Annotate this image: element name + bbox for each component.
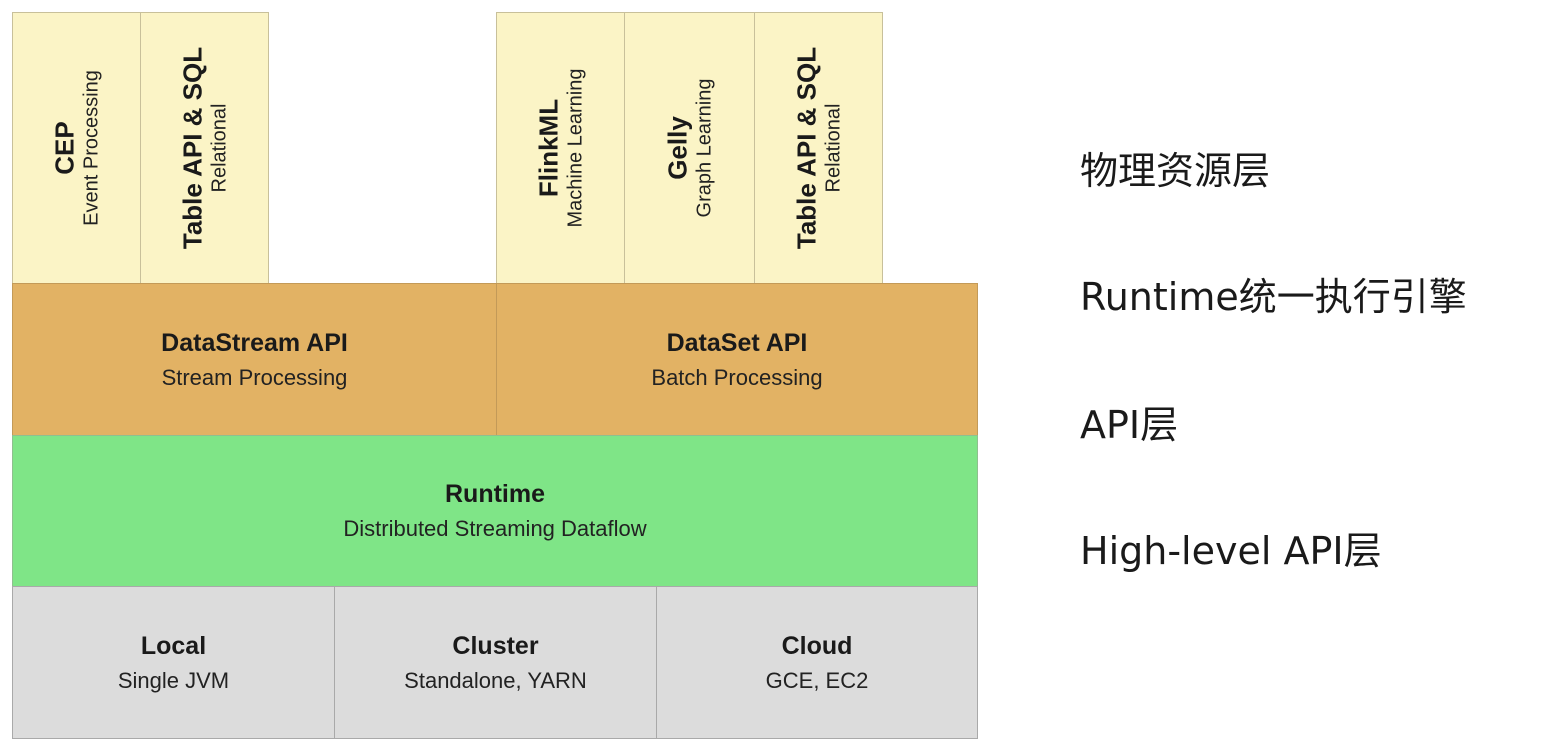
library-cep: CEP Event Processing [12, 12, 141, 284]
api-subtitle: Stream Processing [161, 364, 348, 390]
library-table-api-sql-right: Table API & SQL Relational [754, 12, 883, 284]
library-title: Gelly [662, 116, 693, 180]
api-title: DataSet API [666, 328, 808, 357]
library-subtitle: Graph Learning [692, 78, 715, 218]
api-subtitle: Batch Processing [651, 364, 823, 390]
library-flinkml: FlinkML Machine Learning [496, 12, 625, 284]
datastream-api-box: DataStream API Stream Processing [12, 283, 497, 436]
deploy-subtitle: Standalone, YARN [404, 667, 587, 693]
deploy-cloud-box: Cloud GCE, EC2 [656, 586, 978, 739]
library-subtitle: Relational [207, 103, 230, 193]
library-title: Table API & SQL [177, 46, 208, 250]
library-subtitle: Event Processing [79, 70, 102, 226]
runtime-title: Runtime [445, 480, 545, 509]
library-table-api-sql-left: Table API & SQL Relational [140, 12, 269, 284]
runtime-subtitle: Distributed Streaming Dataflow [343, 516, 647, 542]
deploy-subtitle: Single JVM [117, 667, 230, 693]
api-title: DataStream API [161, 328, 348, 357]
runtime-box: Runtime Distributed Streaming Dataflow [12, 435, 978, 587]
layer-label-high-level-api: High-level API层 [1080, 529, 1382, 573]
layer-label-runtime-engine: Runtime统一执行引擎 [1080, 275, 1467, 319]
library-subtitle: Machine Learning [563, 68, 586, 228]
library-title: FlinkML [533, 98, 564, 198]
deploy-subtitle: GCE, EC2 [765, 667, 869, 693]
layer-label-physical: 物理资源层 [1080, 149, 1271, 193]
deploy-title: Cloud [781, 631, 853, 660]
library-title: CEP [49, 121, 80, 175]
library-subtitle: Relational [821, 103, 844, 193]
deploy-cluster-box: Cluster Standalone, YARN [334, 586, 657, 739]
layer-label-api: API层 [1080, 403, 1179, 447]
dataset-api-box: DataSet API Batch Processing [496, 283, 978, 436]
library-title: Table API & SQL [791, 46, 822, 250]
deploy-title: Local [140, 631, 207, 660]
library-gelly: Gelly Graph Learning [624, 12, 755, 284]
deploy-local-box: Local Single JVM [12, 586, 335, 739]
deploy-title: Cluster [452, 631, 539, 660]
